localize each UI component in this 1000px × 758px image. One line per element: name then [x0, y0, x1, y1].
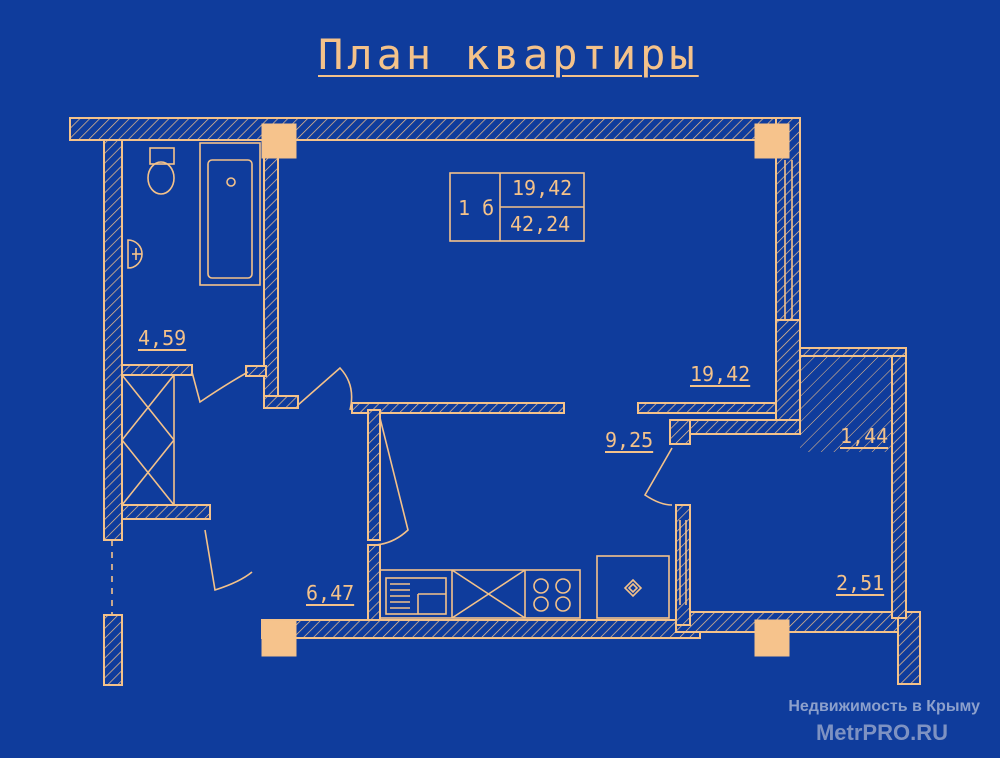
unit-total-area: 42,24: [510, 212, 571, 236]
wall-bottom-right: [675, 611, 921, 633]
toilet-bowl: [147, 161, 175, 195]
wall-left: [103, 139, 123, 541]
toilet-tank: [149, 147, 175, 165]
stove-burner-1: [533, 578, 549, 594]
column-2: [754, 123, 790, 159]
wall-hall-bottom: [121, 504, 211, 520]
wall-kitchen-left-lower: [367, 544, 381, 621]
bathtub: [199, 142, 261, 286]
page-title: План квартиры: [318, 30, 699, 79]
stove-burner-3: [533, 596, 549, 612]
wall-balcony-top: [799, 347, 907, 357]
fridge: [596, 555, 670, 619]
area-kitchen: 9,25: [605, 428, 654, 452]
door-kitchen: [371, 417, 409, 546]
wall-kitchen-left: [367, 409, 381, 541]
column-1: [261, 123, 297, 159]
column-4: [754, 619, 790, 657]
wall-step-1: [775, 319, 801, 431]
area-living-room: 19,42: [690, 362, 751, 386]
wall-step-2: [689, 419, 801, 435]
wall-kitchen-loggia: [675, 504, 691, 626]
stove-burner-2: [555, 578, 571, 594]
balcony-hatch: [800, 356, 892, 452]
wall-living-bottom-left: [263, 395, 299, 409]
wall-hall-top: [121, 364, 193, 376]
door-living: [297, 366, 353, 411]
wall-loggia-right: [891, 347, 907, 619]
area-loggia: 2,51: [836, 571, 885, 595]
bathtub-drain: [226, 177, 236, 187]
area-hall: 6,47: [306, 581, 355, 605]
sink: [127, 239, 143, 269]
kitchen-sink: [385, 577, 447, 615]
area-balcony: 1,44: [840, 424, 889, 448]
wall-hall-small: [245, 365, 267, 377]
unit-living-area: 19,42: [512, 176, 573, 200]
door-loggia: [643, 447, 673, 506]
watermark-line1: Недвижимость в Крыму: [788, 698, 980, 715]
wardrobe: [121, 374, 175, 506]
wall-top: [69, 117, 801, 141]
wall-living-bottom-right: [637, 402, 779, 414]
wall-far-right: [897, 611, 921, 685]
door-entrance: [204, 529, 253, 592]
column-3: [261, 619, 297, 657]
wall-step-3: [669, 419, 691, 445]
watermark-line2: MetrPRO.RU: [815, 720, 948, 745]
wall-living-bottom-mid: [351, 402, 565, 414]
stove-burner-4: [555, 596, 571, 612]
area-bathroom: 4,59: [138, 326, 187, 350]
kitchen-counter: [379, 569, 581, 619]
door-bathroom: [191, 371, 249, 404]
wall-bottom: [261, 619, 701, 639]
wall-left-lower: [103, 614, 123, 686]
bathtub-inner: [207, 159, 253, 279]
unit-type: 1 б: [458, 196, 495, 220]
